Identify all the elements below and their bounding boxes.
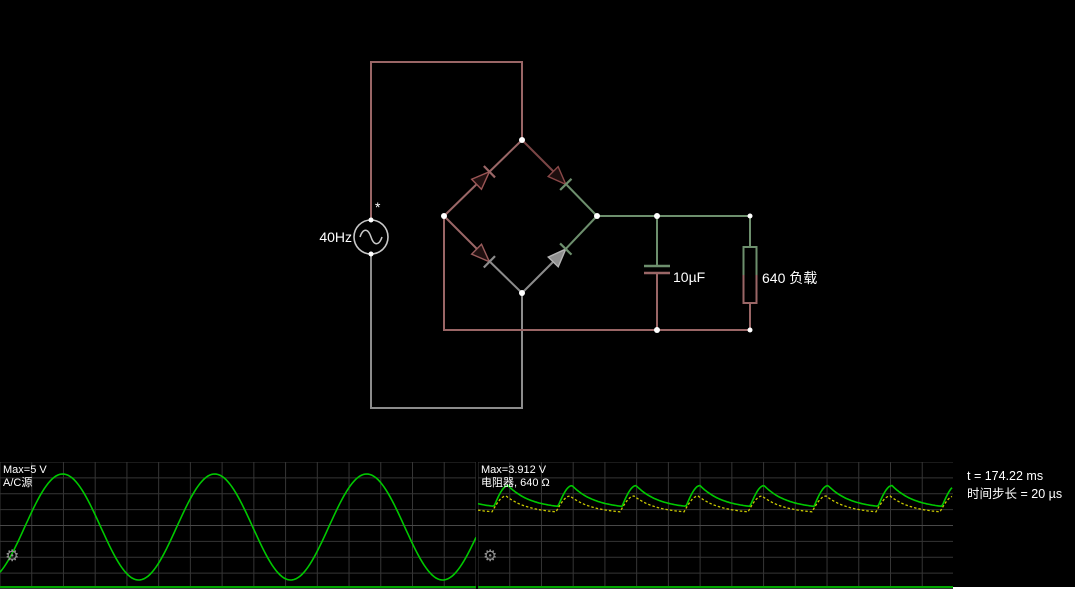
diode-top-left[interactable] [470,165,496,191]
scope-title-label: 电阻器, 640 Ω [481,477,550,489]
diode-triangle-icon [546,247,568,269]
scope-panel-resistor[interactable]: Max=3.912 V 电阻器, 640 Ω ⚙ [478,462,953,589]
sine-symbol-icon [359,229,383,245]
scope-max-label: Max=3.912 V [481,464,547,476]
resistor-box-bottom [742,275,758,304]
diode-cathode-bar [483,165,496,179]
ac-source-marker: * [375,199,381,215]
diode-cathode-bar [483,255,496,269]
scope-trace-voltage [0,473,476,581]
node-dots [368,137,753,333]
ac-voltage-source[interactable] [353,219,389,255]
capacitor-label: 10µF [673,269,705,285]
wire-ac-return[interactable] [370,254,523,409]
sim-time-label: t = 174.22 ms [967,469,1044,483]
scope-trace-current [478,495,953,513]
diode-triangle-icon [470,242,491,264]
diode-top-right[interactable] [546,165,573,191]
scope-bottom-divider [0,586,476,588]
ac-source-label: 40Hz [319,229,352,245]
window-edge-right [1075,0,1077,589]
sim-timestep-label: 时间步长 = 20 µs [967,487,1063,501]
scope-settings-icon[interactable]: ⚙ [5,548,20,565]
scope-plot-resistor [478,462,953,589]
scope-label-block: Max=3.912 V 电阻器, 640 Ω [481,464,550,490]
wire-dc-negative-rail[interactable] [443,216,751,331]
scope-settings-icon[interactable]: ⚙ [483,548,498,565]
diode-bottom-left[interactable] [470,242,496,269]
scope-max-label: Max=5 V [3,464,47,476]
diode-cathode-bar [559,242,573,256]
status-readout: t = 174.22 ms 时间步长 = 20 µs [967,467,1062,503]
scope-title-label: A/C源 [3,477,33,489]
capacitor[interactable] [644,264,670,275]
circuit-canvas[interactable]: 40Hz * [0,0,1077,462]
resistor[interactable] [742,246,758,304]
bridge-rectifier[interactable] [443,139,598,294]
diode-cathode-bar [559,178,573,191]
resistor-label: 640 负载 [762,270,817,286]
diode-bottom-right[interactable] [546,242,573,269]
diode-triangle-icon [470,170,491,191]
scope-trace-voltage [478,484,953,508]
scope-plot-ac [0,462,476,589]
wire-dc-positive-rail[interactable] [597,215,751,266]
resistor-box-top [742,246,758,275]
scope-label-block: Max=5 V A/C源 [3,464,47,490]
diode-triangle-icon [546,165,568,186]
window-edge-bottom [953,587,1075,589]
wire-ac-hot[interactable] [370,61,523,220]
scope-bottom-divider [478,586,953,588]
scope-panel-ac-source[interactable]: Max=5 V A/C源 ⚙ [0,462,476,589]
